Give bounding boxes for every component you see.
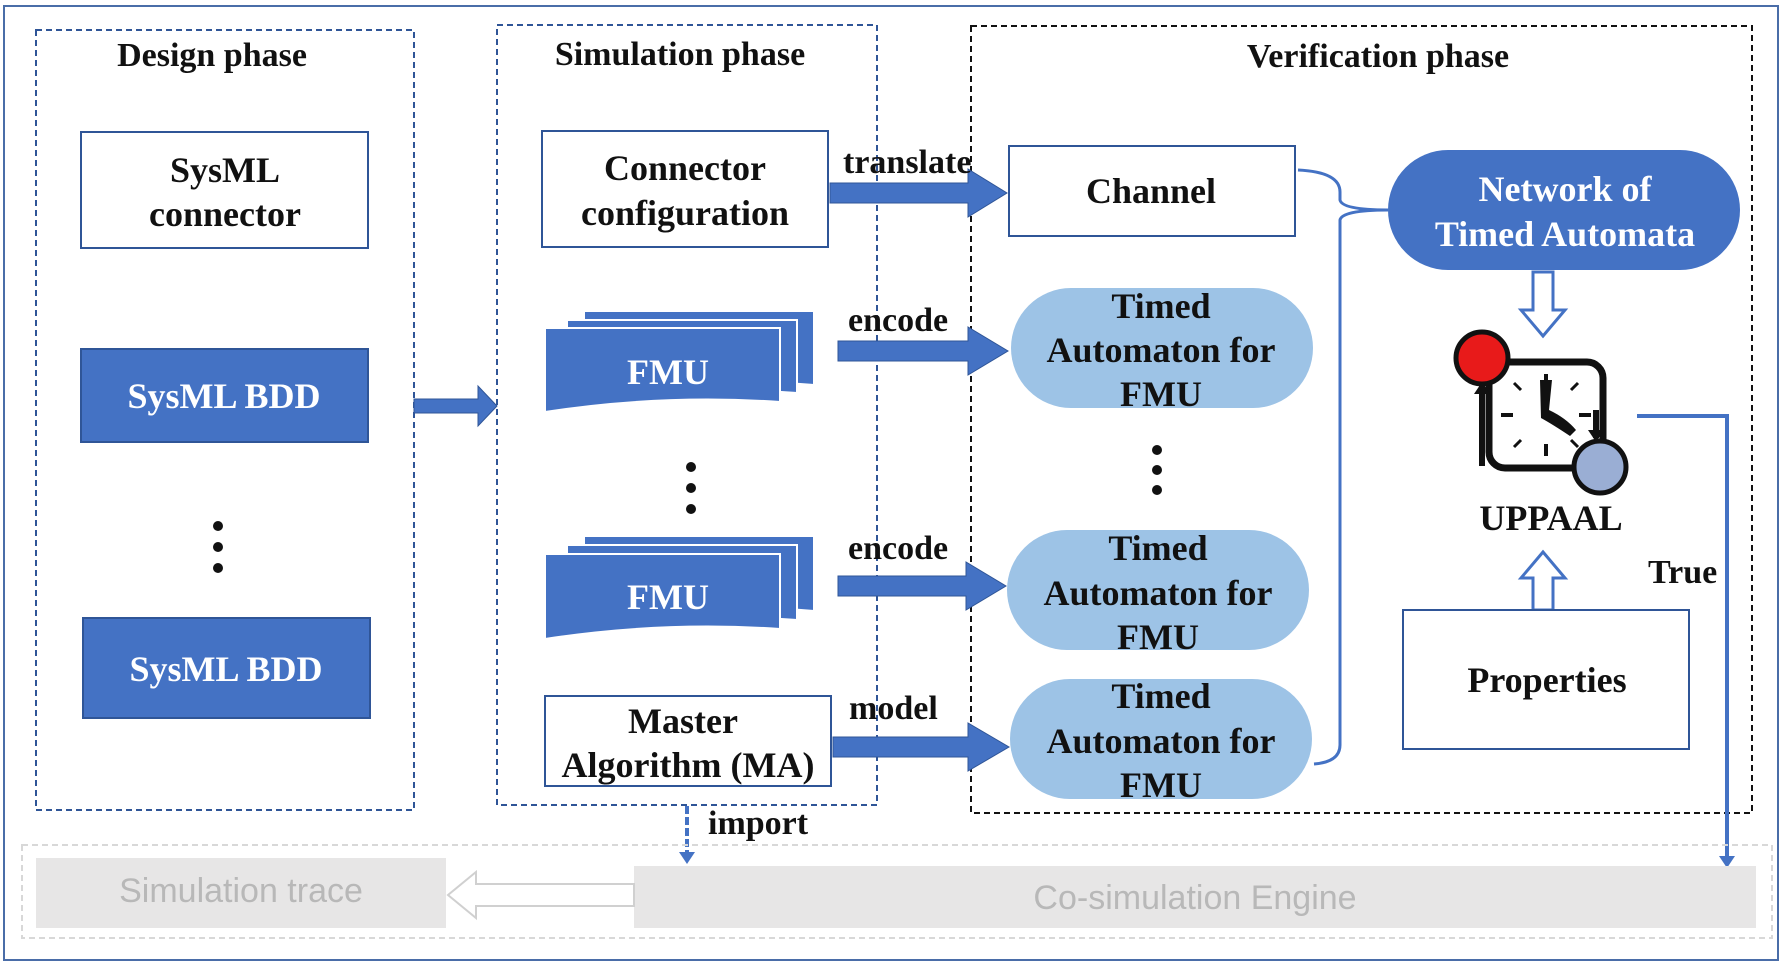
ta1-line1: Timed bbox=[1111, 286, 1210, 326]
true-arrow-line bbox=[1637, 414, 1729, 856]
encode-arrow-top bbox=[837, 326, 1009, 376]
channel-box bbox=[1008, 145, 1296, 237]
properties-label: Properties bbox=[1467, 660, 1626, 700]
connector-config-line1: Connector bbox=[604, 148, 766, 188]
sysml-bdd-top-label: SysML BDD bbox=[127, 376, 320, 416]
network-to-uppaal-arrow bbox=[1517, 270, 1569, 339]
translate-arrow bbox=[829, 168, 1008, 218]
fmu-stack-top bbox=[544, 310, 815, 414]
timed-automaton-box-2 bbox=[1007, 530, 1309, 650]
ta2-line1: Timed bbox=[1108, 528, 1207, 568]
ta1-line2: Automaton for bbox=[1047, 330, 1276, 370]
ta3-line1: Timed bbox=[1111, 676, 1210, 716]
design-phase-title: Design phase bbox=[117, 37, 307, 74]
master-line2: Algorithm (MA) bbox=[562, 745, 815, 785]
ellipsis-dot bbox=[213, 542, 223, 552]
cosimulation-engine-label: Co-simulation Engine bbox=[1033, 879, 1356, 917]
ellipsis-dot bbox=[686, 483, 696, 493]
channel-label: Channel bbox=[1086, 171, 1216, 211]
ta3-line3: FMU bbox=[1120, 765, 1202, 805]
ta2-line2: Automaton for bbox=[1044, 573, 1273, 613]
master-algorithm-box bbox=[544, 695, 832, 787]
ta1-line3: FMU bbox=[1120, 374, 1202, 414]
sysml-connector-line2: connector bbox=[149, 194, 301, 234]
simulation-trace-box bbox=[36, 858, 446, 928]
ellipsis-dot bbox=[686, 504, 696, 514]
engine-to-trace-arrow bbox=[446, 869, 635, 921]
translate-label: translate bbox=[843, 144, 971, 181]
properties-box bbox=[1402, 609, 1690, 750]
model-arrow bbox=[832, 722, 1010, 772]
encode-arrow-bottom bbox=[837, 561, 1007, 611]
fmu-bottom-label: FMU bbox=[627, 577, 709, 617]
fmu-top-label: FMU bbox=[627, 352, 709, 392]
cosimulation-engine-box bbox=[634, 866, 1756, 928]
ellipsis-dot bbox=[213, 521, 223, 531]
master-line1: Master bbox=[628, 701, 738, 741]
network-of-timed-automata-box bbox=[1388, 150, 1740, 270]
true-label: True bbox=[1648, 554, 1717, 591]
network-line1: Network of bbox=[1479, 169, 1653, 209]
uppaal-logo-icon bbox=[1453, 329, 1629, 496]
connector-configuration-box bbox=[541, 130, 829, 248]
sysml-connector-line1: SysML bbox=[170, 150, 280, 190]
sysml-bdd-box-bottom bbox=[82, 617, 371, 719]
ellipsis-dot bbox=[213, 563, 223, 573]
simulation-phase-title: Simulation phase bbox=[555, 36, 805, 73]
ellipsis-dot bbox=[686, 462, 696, 472]
simulation-phase-container bbox=[496, 24, 878, 806]
ellipsis-dot bbox=[1152, 445, 1162, 455]
model-label: model bbox=[849, 690, 938, 727]
import-label: import bbox=[708, 805, 809, 842]
timed-automaton-box-3 bbox=[1010, 679, 1312, 799]
encode-bottom-label: encode bbox=[848, 530, 948, 567]
network-line2: Timed Automata bbox=[1435, 214, 1695, 254]
properties-to-uppaal-arrow bbox=[1517, 549, 1569, 612]
outer-frame bbox=[3, 5, 1779, 961]
timed-automaton-box-1 bbox=[1011, 288, 1313, 408]
ta3-line2: Automaton for bbox=[1047, 721, 1276, 761]
sysml-connector-box bbox=[80, 131, 369, 249]
simulation-trace-label: Simulation trace bbox=[119, 872, 363, 910]
connector-config-line2: configuration bbox=[581, 193, 789, 233]
execution-container bbox=[21, 844, 1773, 939]
verification-phase-container bbox=[970, 25, 1753, 814]
design-phase-container bbox=[35, 29, 415, 811]
ta2-line3: FMU bbox=[1117, 617, 1199, 657]
sysml-bdd-box-top bbox=[80, 348, 369, 443]
ellipsis-dot bbox=[1152, 465, 1162, 475]
true-arrow-head bbox=[1719, 856, 1735, 868]
sysml-bdd-bottom-label: SysML BDD bbox=[129, 649, 322, 689]
verification-phase-title: Verification phase bbox=[1247, 38, 1509, 75]
uppaal-label: UPPAAL bbox=[1479, 498, 1622, 538]
fmu-stack-bottom bbox=[544, 535, 815, 641]
grouping-brace bbox=[1297, 168, 1389, 766]
import-arrow-head bbox=[679, 852, 695, 864]
design-to-simulation-arrow bbox=[413, 384, 498, 428]
encode-top-label: encode bbox=[848, 302, 948, 339]
ellipsis-dot bbox=[1152, 485, 1162, 495]
